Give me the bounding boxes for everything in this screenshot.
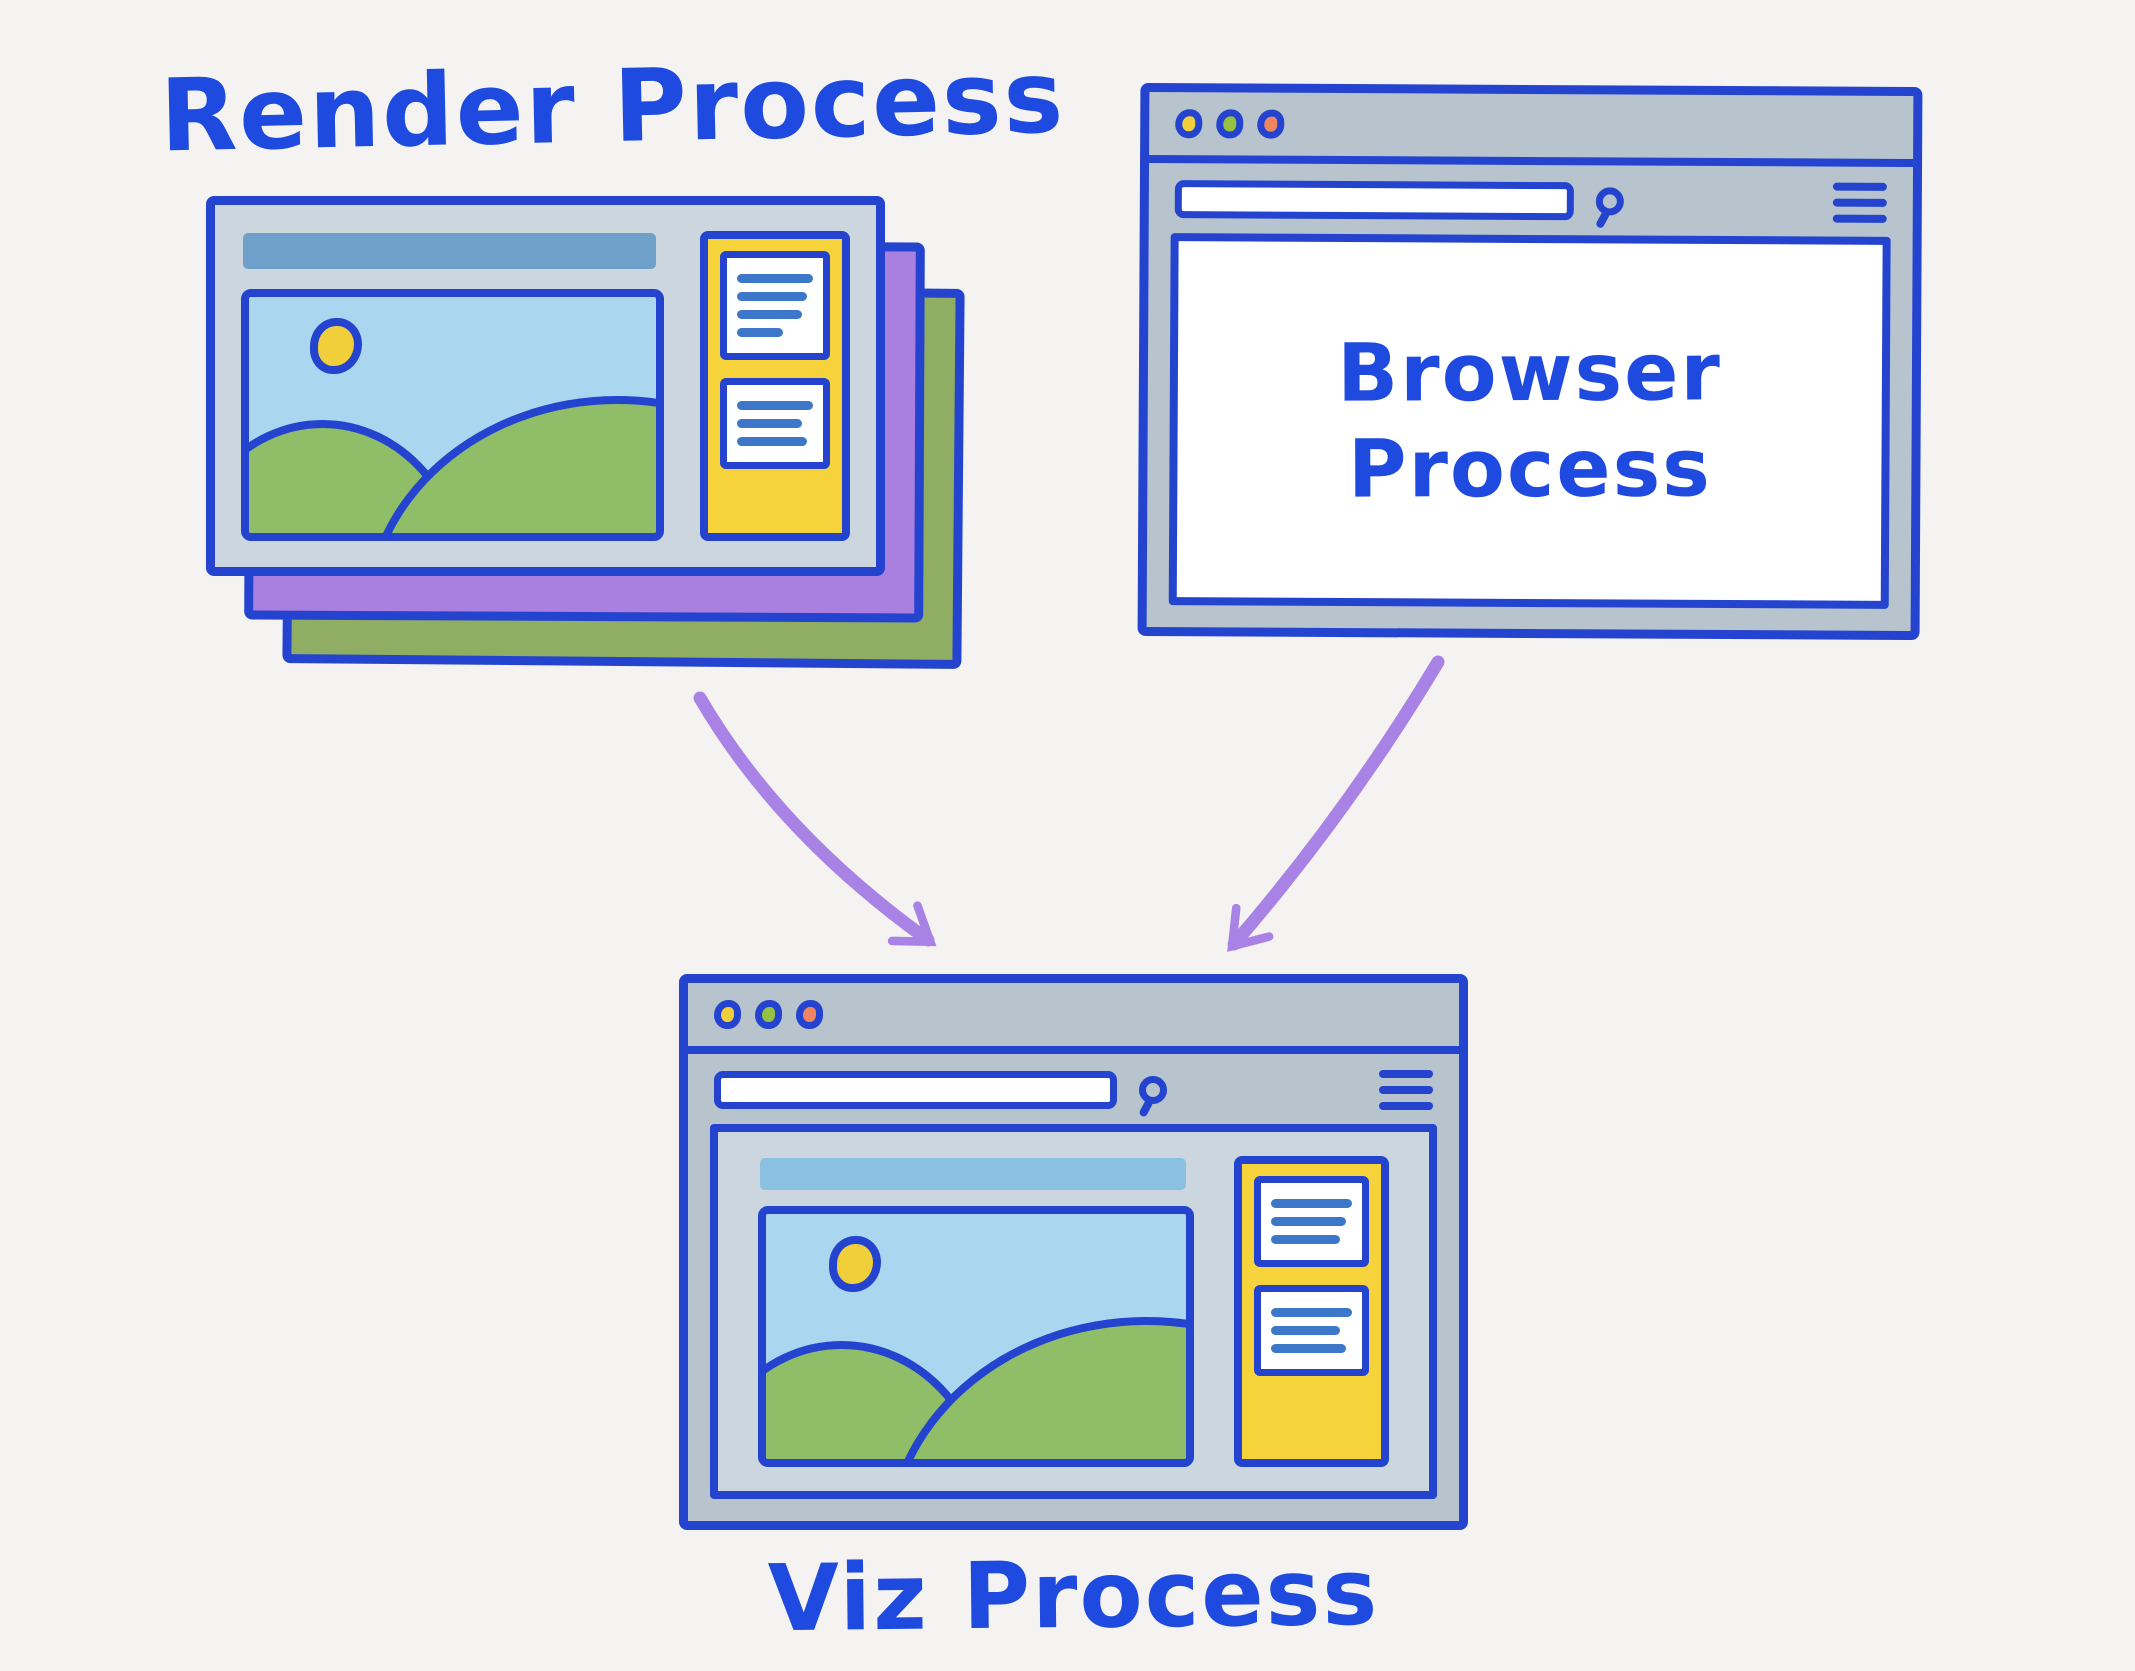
browser-process-window: Browser Process: [1137, 82, 1923, 641]
window-titlebar: [688, 983, 1459, 1054]
text-line: [1271, 1217, 1346, 1226]
sun-icon: [310, 318, 363, 375]
viz-page-main-column: [758, 1156, 1194, 1467]
arrow-render-to-viz: [693, 691, 937, 947]
text-line: [1271, 1235, 1340, 1244]
viz-process-window: [679, 974, 1468, 1530]
render-process-stack: [206, 196, 965, 669]
sidebar-panel: [1234, 1156, 1389, 1467]
text-line: [737, 401, 813, 410]
viz-process-label: Viz Process: [767, 1538, 1380, 1653]
panel-card: [720, 378, 830, 469]
browser-toolbar: [688, 1054, 1459, 1124]
render-page-main-column: [241, 231, 664, 541]
window-dot-yellow-icon: [714, 1000, 741, 1029]
page-header-bar: [760, 1158, 1186, 1190]
panel-card: [720, 251, 830, 360]
window-dot-green-icon: [1216, 109, 1244, 139]
text-line: [737, 274, 813, 283]
text-line: [737, 328, 783, 337]
panel-card: [1254, 1176, 1369, 1267]
sidebar-panel: [700, 231, 850, 541]
address-bar: [714, 1071, 1117, 1109]
render-page-card: [206, 196, 885, 576]
text-line: [737, 310, 802, 319]
panel-card: [1254, 1285, 1369, 1376]
window-dot-green-icon: [755, 1000, 782, 1029]
window-dot-orange-icon: [1257, 109, 1285, 139]
menu-icon: [1832, 182, 1887, 223]
text-line: [1271, 1199, 1352, 1208]
search-icon: [1595, 187, 1624, 216]
text-line: [1271, 1344, 1346, 1353]
viz-window-content: [710, 1124, 1437, 1499]
page-header-bar: [243, 233, 656, 269]
text-line: [1271, 1326, 1340, 1335]
browser-window-content: Browser Process: [1168, 233, 1891, 609]
image-placeholder: [241, 289, 664, 541]
browser-process-label: Browser Process: [1337, 325, 1722, 516]
render-process-label: Render Process: [158, 38, 1067, 175]
sun-icon: [829, 1236, 881, 1293]
window-titlebar: [1149, 92, 1914, 168]
menu-icon: [1379, 1070, 1433, 1110]
text-line: [737, 419, 802, 428]
window-dot-orange-icon: [796, 1000, 823, 1029]
browser-toolbar: [1149, 163, 1913, 237]
image-placeholder: [758, 1206, 1194, 1467]
arrow-browser-to-viz: [1227, 655, 1445, 952]
window-dot-yellow-icon: [1175, 109, 1203, 139]
text-line: [737, 292, 807, 301]
address-bar: [1174, 180, 1574, 221]
text-line: [1271, 1308, 1352, 1317]
search-icon: [1138, 1076, 1167, 1104]
text-line: [737, 437, 807, 446]
